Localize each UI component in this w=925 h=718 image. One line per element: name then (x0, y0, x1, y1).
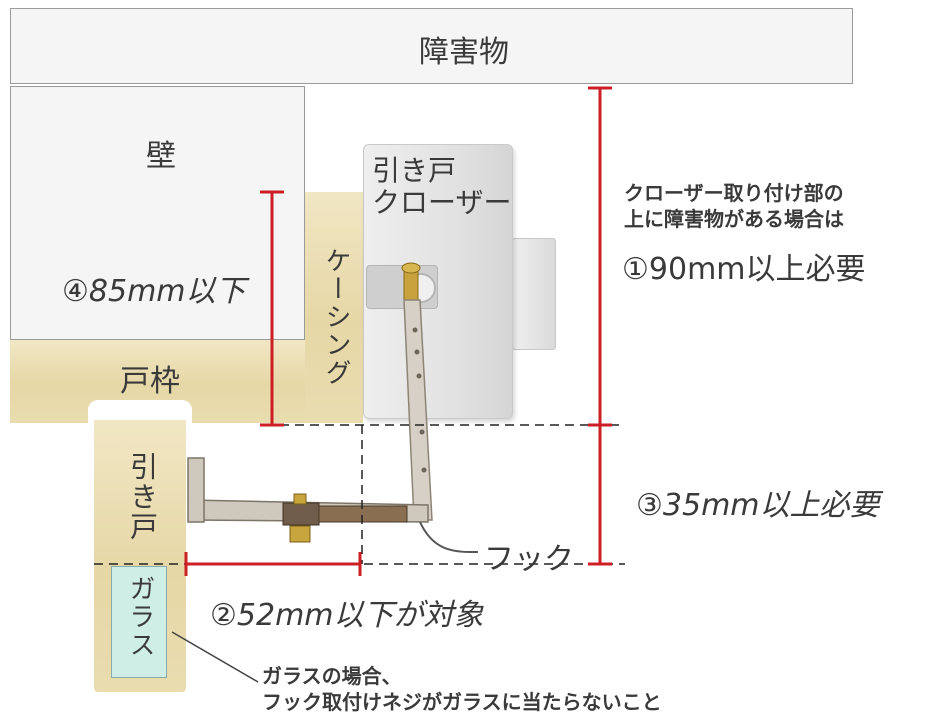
dimension-1-label: ①90mm以上必要 (622, 252, 866, 287)
dimension-3 (588, 425, 612, 566)
glass-pane: ガラス (111, 566, 167, 678)
dimension-4 (260, 190, 284, 427)
obstacle-note-line1: クローザー取り付け部の (624, 181, 844, 205)
sliding-door-closer: 引き戸 クローザー (363, 144, 513, 419)
hook-label: フック (484, 542, 574, 577)
glass-note-line2: フック取付けネジがガラスに当たらないこと (262, 690, 662, 714)
glass-label: ガラス (125, 575, 155, 659)
dimension-1 (588, 86, 612, 427)
closer-arm (403, 299, 433, 521)
dimension-2 (184, 552, 362, 576)
wall: 壁 (10, 86, 305, 340)
casing: ケーシング (305, 192, 363, 423)
closer-label-line1: 引き戸 (372, 154, 457, 187)
hook-leader (419, 521, 478, 553)
glass-leader (171, 631, 259, 683)
obstacle-bar: 障害物 (10, 8, 853, 84)
dimension-4-label: ④85mm以下 (62, 274, 246, 309)
obstacle-label: 障害物 (419, 35, 509, 70)
obstacle-note-line2: 上に障害物がある場合は (624, 207, 844, 231)
dimension-3-label: ③35mm以上必要 (636, 488, 880, 523)
closer-back-plate (512, 238, 556, 350)
closer-label-line2: クローザー (372, 186, 512, 219)
casing-label: ケーシング (321, 247, 351, 387)
wall-label: 壁 (146, 139, 176, 174)
dimension-2-label: ②52mm以下が対象 (210, 598, 484, 633)
hook-screw-block (282, 502, 320, 526)
sliding-door-label: 引き戸 (126, 452, 159, 542)
door-frame-label: 戸枠 (120, 364, 180, 399)
glass-note-line1: ガラスの場合、 (262, 664, 402, 688)
hook-bracket (187, 457, 205, 523)
hook-brass-nut (289, 525, 311, 543)
